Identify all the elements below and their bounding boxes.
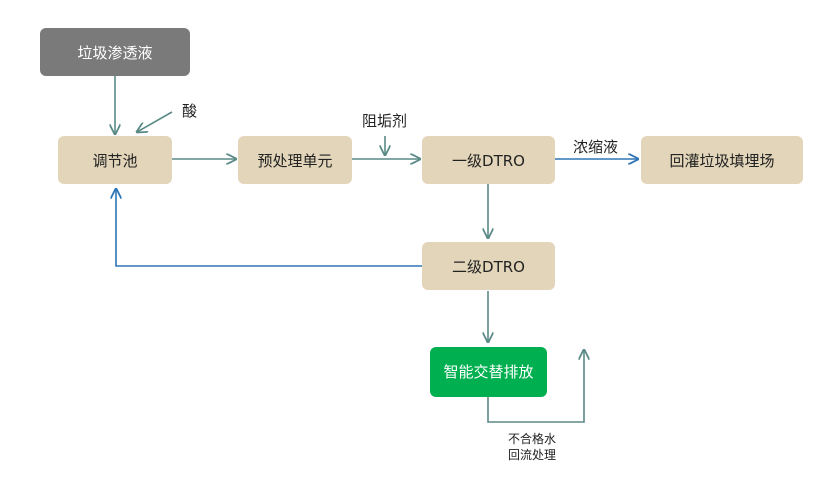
concentrate-label: 浓缩液 — [573, 138, 619, 156]
arrow-acid — [137, 111, 173, 132]
arrow-unqualified-return — [487, 350, 584, 423]
unqualified-water-label: 不合格水 回流处理 — [497, 431, 567, 463]
dtro2-node: 二级DTRO — [422, 242, 555, 290]
regulating-tank-node: 调节池 — [58, 136, 172, 184]
smart-discharge-node: 智能交替排放 — [430, 347, 547, 397]
unqualified-line1: 不合格水 — [507, 432, 556, 446]
arrow-dtro2-return-to-tank — [116, 189, 422, 267]
leachate-node: 垃圾渗透液 — [40, 28, 190, 76]
landfill-node: 回灌垃圾填埋场 — [641, 136, 803, 184]
unqualified-line2: 回流处理 — [507, 448, 556, 462]
dtro1-node: 一级DTRO — [422, 136, 555, 184]
acid-label: 酸 — [182, 102, 198, 120]
smart-discharge-label: 智能交替排放 — [443, 363, 534, 381]
pretreatment-node: 预处理单元 — [238, 136, 352, 184]
antiscalant-label: 阻垢剂 — [362, 112, 408, 130]
